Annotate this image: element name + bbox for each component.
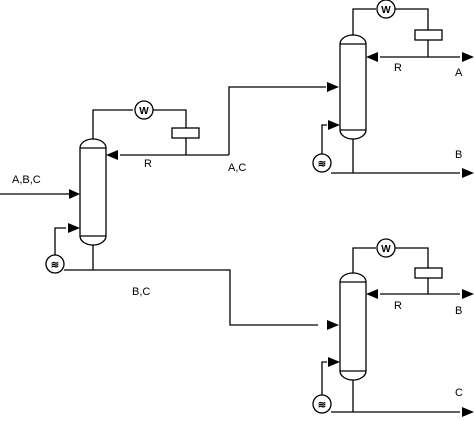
column-1-reflux-label: R	[144, 158, 152, 170]
column-2-distillate-arrow	[462, 52, 474, 62]
column-3-reboiler-symbol: ≋	[318, 400, 326, 411]
feed-label: A,B,C	[12, 174, 41, 186]
column-1-overhead-line	[92, 109, 133, 132]
column-3-reflux-arrow	[366, 289, 378, 299]
column-1-bottoms-line	[93, 269, 318, 326]
column-3-bottoms-arrow	[462, 407, 474, 417]
column-1-reboiler-arrow	[68, 223, 80, 233]
column-3-distillate-arrow	[462, 289, 474, 299]
column-1-vessel	[79, 138, 107, 246]
column-2-overhead-line	[352, 8, 376, 35]
column-3-feed-arrow	[327, 320, 339, 330]
column-1-reboiler-return	[54, 227, 66, 255]
column-1-reboiler-symbol: ≋	[51, 260, 59, 271]
column-1-reflux-drum	[171, 127, 200, 139]
column-2-vessel	[339, 34, 367, 140]
column-2-reboiler-symbol: ≋	[318, 159, 326, 170]
column-3-vessel	[339, 272, 367, 381]
column-3-reflux-drum	[414, 267, 443, 279]
column-1-reflux-arrow	[106, 150, 118, 160]
column-1-condenser-outlet	[153, 109, 187, 128]
column-2: W R A ≋ B	[312, 0, 474, 178]
column-3-condenser-outlet	[395, 247, 429, 268]
column-2-reboiler-return	[321, 124, 327, 154]
column-2-reflux-drum	[414, 29, 443, 41]
column-3-distillate-label: B	[455, 305, 462, 317]
column-2-feed-arrow	[327, 82, 339, 92]
column-2-condenser-outlet	[395, 8, 429, 30]
feed-arrow	[69, 189, 80, 199]
column-2-reflux-label: R	[394, 62, 402, 74]
column-3-overhead-line	[352, 247, 376, 273]
column-1-distillate-line	[228, 86, 326, 155]
column-2-bottoms-label: B	[455, 149, 462, 161]
column-1: A,B,C W R A,C ≋ B,C	[0, 100, 318, 326]
column-2-bottoms-arrow	[462, 168, 474, 178]
column-3-reflux-label: R	[394, 300, 402, 312]
column-2-distillate-label: A	[455, 67, 463, 79]
column-1-distillate-label: A,C	[228, 162, 246, 174]
column-2-reboiler-arrow	[328, 120, 340, 130]
column-3-condenser-symbol: W	[381, 244, 391, 255]
column-2-condenser-symbol: W	[381, 5, 391, 16]
column-1-bottoms-label: B,C	[132, 286, 150, 298]
column-3: W R B ≋ C	[312, 238, 474, 417]
column-3-reboiler-return	[321, 361, 327, 395]
column-3-reboiler-arrow	[328, 357, 340, 367]
column-2-reflux-arrow	[366, 52, 378, 62]
column-3-bottoms-label: C	[455, 387, 463, 399]
column-1-condenser-symbol: W	[139, 106, 149, 117]
